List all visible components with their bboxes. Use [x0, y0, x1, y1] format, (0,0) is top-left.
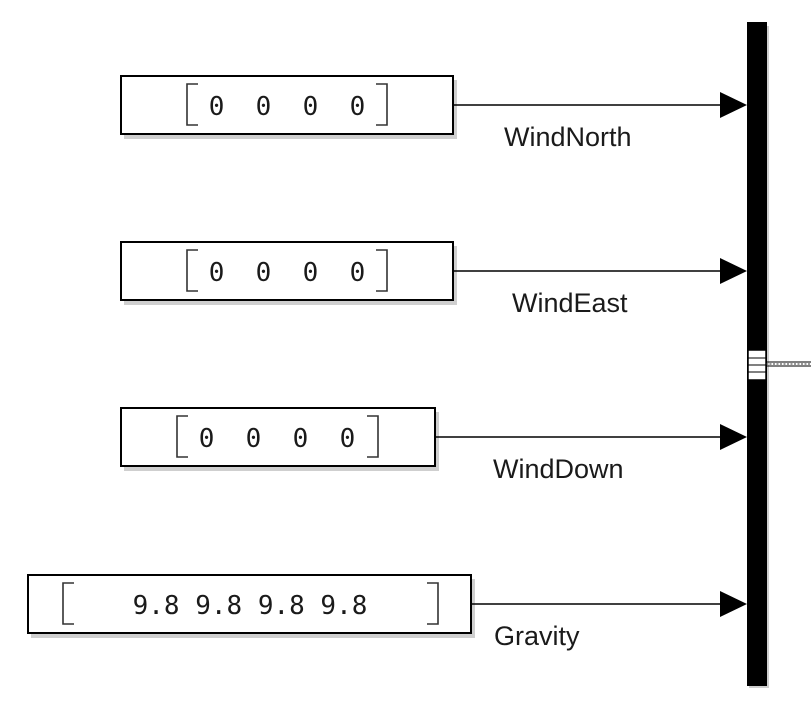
constant-value: 0 0 0 0	[199, 424, 356, 454]
constant-block-wind-north[interactable]: 0 0 0 0	[120, 75, 457, 139]
signal-label-wind-east[interactable]: WindEast	[512, 288, 628, 318]
signal-label-gravity[interactable]: Gravity	[494, 621, 580, 651]
constant-value: 0 0 0 0	[209, 258, 366, 288]
output-port-icon[interactable]	[747, 349, 767, 381]
arrowhead-icon	[720, 92, 747, 118]
arrowhead-icon	[720, 424, 747, 450]
arrowhead-icon	[720, 258, 747, 284]
signal-wire-wind-north[interactable]	[453, 92, 747, 118]
constant-block-gravity[interactable]: 9.8 9.8 9.8 9.8	[27, 574, 475, 638]
signal-wire-wind-east[interactable]	[453, 258, 747, 284]
constant-value: 9.8 9.8 9.8 9.8	[133, 591, 368, 621]
signal-label-wind-north[interactable]: WindNorth	[504, 122, 632, 152]
signal-wire-gravity[interactable]	[471, 591, 747, 617]
signal-wire-wind-down[interactable]	[435, 424, 747, 450]
constant-block-wind-down[interactable]: 0 0 0 0	[120, 407, 439, 471]
constant-block-wind-east[interactable]: 0 0 0 0	[120, 241, 457, 305]
arrowhead-icon	[720, 591, 747, 617]
output-bus-line[interactable]	[766, 361, 811, 367]
constant-value: 0 0 0 0	[209, 92, 366, 122]
signal-label-wind-down[interactable]: WindDown	[493, 454, 624, 484]
